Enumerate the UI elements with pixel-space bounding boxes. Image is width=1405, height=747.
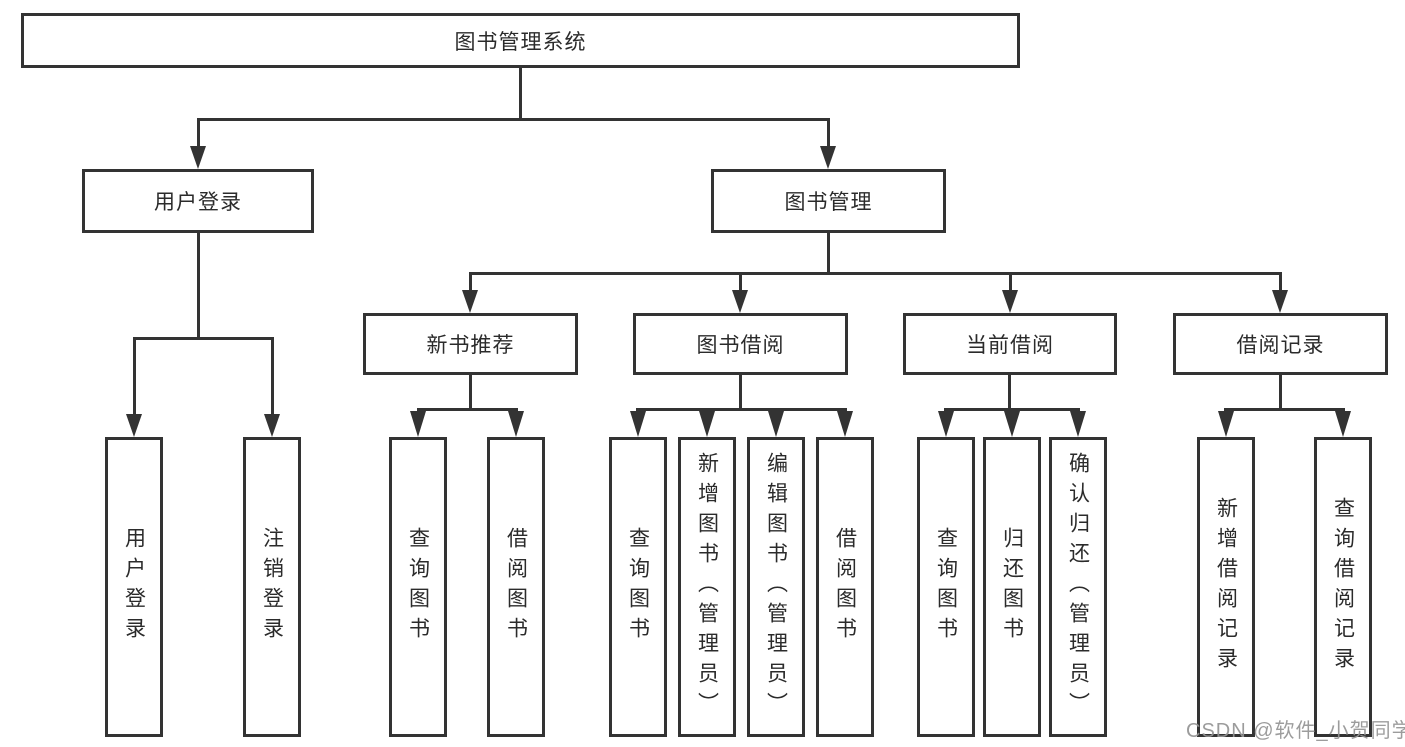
arrow-down-icon	[732, 290, 748, 313]
node-book-management: 图书管理	[711, 169, 946, 233]
arrow-down-icon	[410, 411, 426, 437]
connector-line	[133, 337, 274, 340]
leaf-add-book-admin: 新增图书（管理员）	[678, 437, 736, 737]
node-label: 确认归还（管理员）	[1066, 452, 1090, 722]
leaf-query-book-3: 查询图书	[917, 437, 975, 737]
connector-line	[133, 340, 136, 415]
node-label: 新书推荐	[426, 334, 515, 357]
connector-line	[1279, 275, 1282, 291]
node-user-login: 用户登录	[82, 169, 314, 233]
node-label: 用户登录	[154, 191, 242, 214]
arrow-down-icon	[190, 146, 206, 169]
node-new-book-recommend: 新书推荐	[363, 313, 578, 375]
leaf-user-login: 用户登录	[105, 437, 163, 737]
node-label: 查询图书	[934, 527, 958, 647]
connector-line	[1224, 408, 1345, 411]
arrow-down-icon	[837, 411, 853, 437]
connector-line	[197, 233, 200, 337]
connector-line	[1008, 375, 1011, 408]
node-book-borrowing: 图书借阅	[633, 313, 848, 375]
leaf-edit-book-admin: 编辑图书（管理员）	[747, 437, 805, 737]
arrow-down-icon	[264, 414, 280, 437]
leaf-query-borrow-record: 查询借阅记录	[1314, 437, 1372, 737]
connector-line	[197, 121, 200, 147]
leaf-confirm-return-admin: 确认归还（管理员）	[1049, 437, 1107, 737]
arrow-down-icon	[1002, 290, 1018, 313]
arrow-down-icon	[462, 290, 478, 313]
node-borrowing-records: 借阅记录	[1173, 313, 1388, 375]
node-label: 查询图书	[626, 527, 650, 647]
arrow-down-icon	[630, 411, 646, 437]
node-label: 归还图书	[1000, 527, 1024, 647]
node-label: 图书管理	[784, 191, 873, 214]
arrow-down-icon	[938, 411, 954, 437]
arrow-down-icon	[126, 414, 142, 437]
arrow-down-icon	[820, 146, 836, 169]
node-label: 当前借阅	[966, 334, 1054, 357]
node-label: 注销登录	[260, 527, 284, 647]
node-label: 借阅图书	[833, 527, 857, 647]
csdn-watermark: CSDN @软件_小贺同学	[1186, 720, 1405, 742]
node-library-system: 图书管理系统	[21, 13, 1020, 68]
connector-line	[1279, 375, 1282, 408]
arrow-down-icon	[1272, 290, 1288, 313]
connector-line	[739, 375, 742, 408]
node-label: 查询图书	[406, 527, 430, 647]
leaf-borrow-book-1: 借阅图书	[487, 437, 545, 737]
node-label: 借阅记录	[1236, 334, 1325, 357]
leaf-query-book-2: 查询图书	[609, 437, 667, 737]
node-label: 图书管理系统	[454, 30, 587, 54]
connector-line	[469, 275, 472, 291]
node-label: 用户登录	[122, 527, 146, 647]
arrow-down-icon	[1070, 411, 1086, 437]
connector-line	[827, 121, 830, 147]
node-label: 借阅图书	[504, 527, 528, 647]
arrow-down-icon	[768, 411, 784, 437]
connector-line	[271, 340, 274, 415]
node-label: 查询借阅记录	[1331, 497, 1355, 677]
arrow-down-icon	[1218, 411, 1234, 437]
node-label: 图书借阅	[696, 334, 785, 357]
arrow-down-icon	[1335, 411, 1351, 437]
connector-line	[469, 375, 472, 408]
arrow-down-icon	[699, 411, 715, 437]
connector-line	[636, 408, 847, 411]
connector-line	[519, 68, 522, 118]
arrow-down-icon	[508, 411, 524, 437]
node-label: 新增借阅记录	[1214, 497, 1238, 677]
node-label: 新增图书（管理员）	[695, 452, 719, 722]
connector-line	[944, 408, 1080, 411]
leaf-return-book: 归还图书	[983, 437, 1041, 737]
connector-line	[469, 272, 1282, 275]
node-current-borrowing: 当前借阅	[903, 313, 1117, 375]
connector-line	[417, 408, 518, 411]
connector-line	[739, 275, 742, 291]
connector-line	[197, 118, 830, 121]
leaf-logout: 注销登录	[243, 437, 301, 737]
leaf-borrow-book-2: 借阅图书	[816, 437, 874, 737]
leaf-add-borrow-record: 新增借阅记录	[1197, 437, 1255, 737]
connector-line	[1009, 275, 1012, 291]
arrow-down-icon	[1004, 411, 1020, 437]
leaf-query-book-1: 查询图书	[389, 437, 447, 737]
node-label: 编辑图书（管理员）	[764, 452, 788, 722]
connector-line	[827, 233, 830, 272]
